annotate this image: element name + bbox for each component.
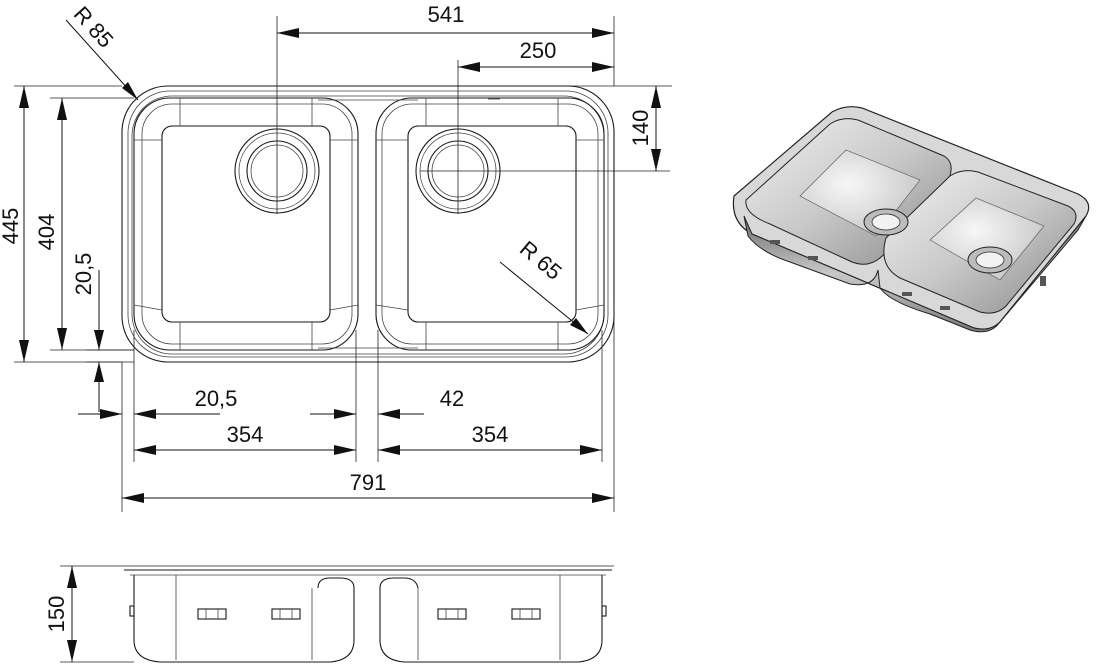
right-bowl [375,97,605,351]
dim-541: 541 [428,2,465,27]
dim-445: 445 [0,208,23,245]
left-bowl [133,97,359,351]
dim-150: 150 [44,596,69,633]
dim-354-left: 354 [227,422,264,447]
iso-drains [863,208,1013,274]
dim-r85: R 85 [69,1,119,52]
top-view [121,16,670,363]
dim-140: 140 [628,110,653,147]
dim-r65: R 65 [515,236,567,285]
dim-791: 791 [350,470,387,495]
dim-42: 42 [440,386,464,411]
dim-250: 250 [520,38,557,63]
dimensions: 541 250 140 R 85 R 65 445 404 [0,1,672,512]
rim-fold [131,95,605,355]
rim-inner-edge [127,90,609,358]
dim-354-right: 354 [472,422,509,447]
outer-rim [121,85,615,363]
side-view: 150 [44,565,614,663]
dim-20-5-vertical: 20,5 [71,253,96,296]
isometric-view [732,106,1090,333]
dim-404: 404 [34,214,59,251]
mounting-clips [129,605,607,620]
dim-20-5-horizontal: 20,5 [195,386,238,411]
